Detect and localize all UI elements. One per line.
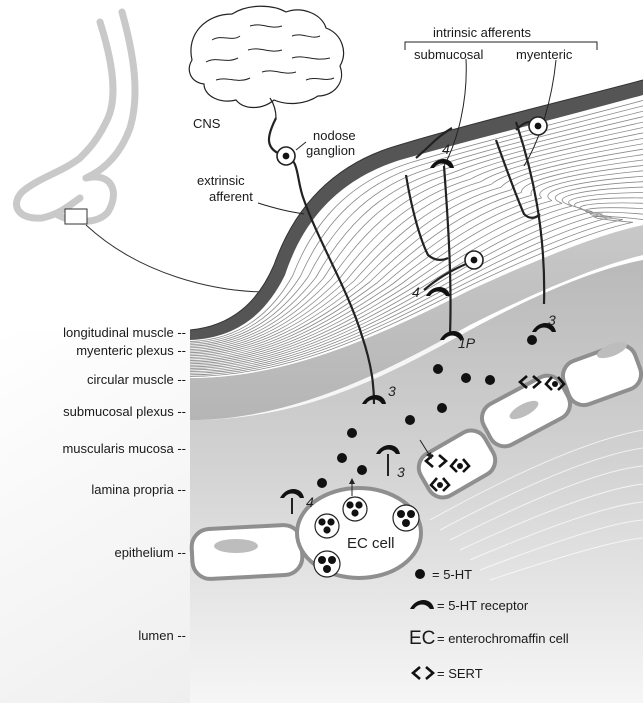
intrinsic-afferents-label: intrinsic afferents: [433, 25, 532, 40]
5ht-dot: [461, 373, 471, 383]
legend-5ht-dot: [415, 569, 425, 579]
epithelial-cell-nucleus: [214, 539, 258, 553]
cns-label: CNS: [193, 116, 221, 131]
receptor-number: 3: [388, 383, 396, 399]
legend-receptor-text: = 5-HT receptor: [437, 598, 529, 613]
myenteric-neuron-cell: [529, 117, 547, 135]
layer-label: circular muscle --: [87, 372, 186, 387]
extrinsic-afferent-label-1: extrinsic: [197, 173, 245, 188]
sample-region-box: [65, 209, 87, 224]
5ht-dot: [317, 478, 327, 488]
5ht-dot: [337, 453, 347, 463]
nodose-ganglion-leader: [296, 142, 306, 150]
extrinsic-afferent-label-2: afferent: [209, 189, 253, 204]
granule-cluster: [315, 514, 339, 538]
5ht-dot: [405, 415, 415, 425]
legend-sert-text: = SERT: [437, 666, 483, 681]
receptor-number: 4: [412, 284, 420, 300]
nodose-ganglion-label-1: nodose: [313, 128, 356, 143]
myenteric-label: myenteric: [516, 47, 573, 62]
5ht-dot: [437, 403, 447, 413]
ec-cell-label: EC cell: [347, 535, 395, 552]
receptor-number: 3: [397, 464, 405, 480]
layer-label: longitudinal muscle --: [63, 325, 186, 340]
layer-label: muscularis mucosa --: [62, 441, 186, 456]
5ht-dot: [433, 364, 443, 374]
5ht-dot: [347, 428, 357, 438]
layer-label: myenteric plexus --: [76, 343, 186, 358]
nodose-ganglion-cell: [277, 147, 295, 165]
granule-cluster: [314, 551, 340, 577]
submucosal-label: submucosal: [414, 47, 483, 62]
layer-label: lumen --: [138, 628, 186, 643]
receptor-number: 1P: [458, 335, 476, 351]
layer-label: epithelium --: [114, 545, 186, 560]
5ht-dot: [485, 375, 495, 385]
pointer-arrow-line: [86, 225, 268, 292]
receptor-number: 4: [442, 141, 450, 157]
5ht-dot: [357, 465, 367, 475]
layer-label: lamina propria --: [91, 482, 186, 497]
receptor-number: 4: [306, 494, 314, 510]
submucosal-neuron-cell: [465, 251, 483, 269]
legend-5ht-text: = 5-HT: [432, 567, 472, 582]
layer-label: submucosal plexus --: [63, 404, 186, 419]
granule-cluster: [343, 497, 367, 521]
granule-cluster: [393, 505, 419, 531]
legend-ec-text: = enterochromaffin cell: [437, 631, 569, 646]
5ht-dot: [527, 335, 537, 345]
stomach-outline: [16, 12, 135, 221]
brain-icon: [189, 6, 343, 118]
extrinsic-afferent-leader: [258, 203, 304, 214]
legend-ec-symbol: EC: [409, 628, 435, 649]
nodose-ganglion-label-2: ganglion: [306, 143, 355, 158]
receptor-number: 3: [548, 312, 556, 328]
